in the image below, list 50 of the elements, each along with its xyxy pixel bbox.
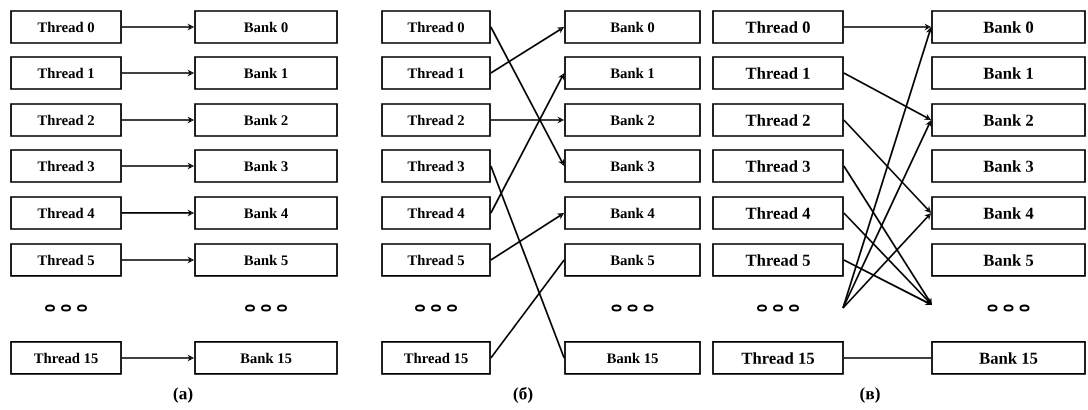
box: Thread 5 (712, 243, 844, 277)
box: Thread 4 (381, 196, 491, 230)
box: Thread 3 (712, 149, 844, 183)
box: Bank 15 (194, 341, 338, 375)
box: Bank 15 (931, 341, 1086, 375)
box: Thread 0 (381, 10, 491, 44)
box: Bank 1 (564, 56, 701, 90)
panel-label: (б) (513, 386, 533, 404)
arrow (843, 165, 932, 305)
box: Bank 4 (564, 196, 701, 230)
arrow (490, 26, 565, 166)
box: Thread 1 (10, 56, 122, 90)
box: Thread 5 (10, 243, 122, 277)
box: Bank 15 (564, 341, 701, 375)
box: Bank 1 (931, 56, 1086, 90)
box: Bank 3 (194, 149, 338, 183)
box: Bank 4 (194, 196, 338, 230)
box: Bank 4 (931, 196, 1086, 230)
box: Thread 4 (712, 196, 844, 230)
box: Thread 15 (712, 341, 844, 375)
box: Bank 0 (931, 10, 1086, 44)
box: Bank 2 (564, 103, 701, 137)
arrow (490, 73, 565, 214)
arrow (842, 120, 932, 309)
box: Bank 2 (931, 103, 1086, 137)
box: Bank 2 (194, 103, 338, 137)
box: Thread 4 (10, 196, 122, 230)
panel-label: (а) (173, 387, 193, 403)
box: Bank 0 (194, 10, 338, 44)
box: Thread 2 (381, 103, 491, 137)
box: Thread 0 (712, 10, 844, 44)
box: Bank 3 (564, 149, 701, 183)
box: Thread 15 (381, 341, 491, 375)
box: Thread 2 (712, 103, 844, 137)
box: Bank 5 (564, 243, 701, 277)
arrow (843, 259, 932, 305)
box: Thread 1 (381, 56, 491, 90)
box: Thread 0 (10, 10, 122, 44)
box: Thread 15 (10, 341, 122, 375)
box: Thread 3 (381, 149, 491, 183)
box: Thread 5 (381, 243, 491, 277)
box: Bank 5 (931, 243, 1086, 277)
box: Thread 2 (10, 103, 122, 137)
box: Bank 1 (194, 56, 338, 90)
box: Thread 1 (712, 56, 844, 90)
box: Bank 5 (194, 243, 338, 277)
box: Thread 3 (10, 149, 122, 183)
box: Bank 0 (564, 10, 701, 44)
panel-label: (в) (860, 387, 880, 403)
box: Bank 3 (931, 149, 1086, 183)
